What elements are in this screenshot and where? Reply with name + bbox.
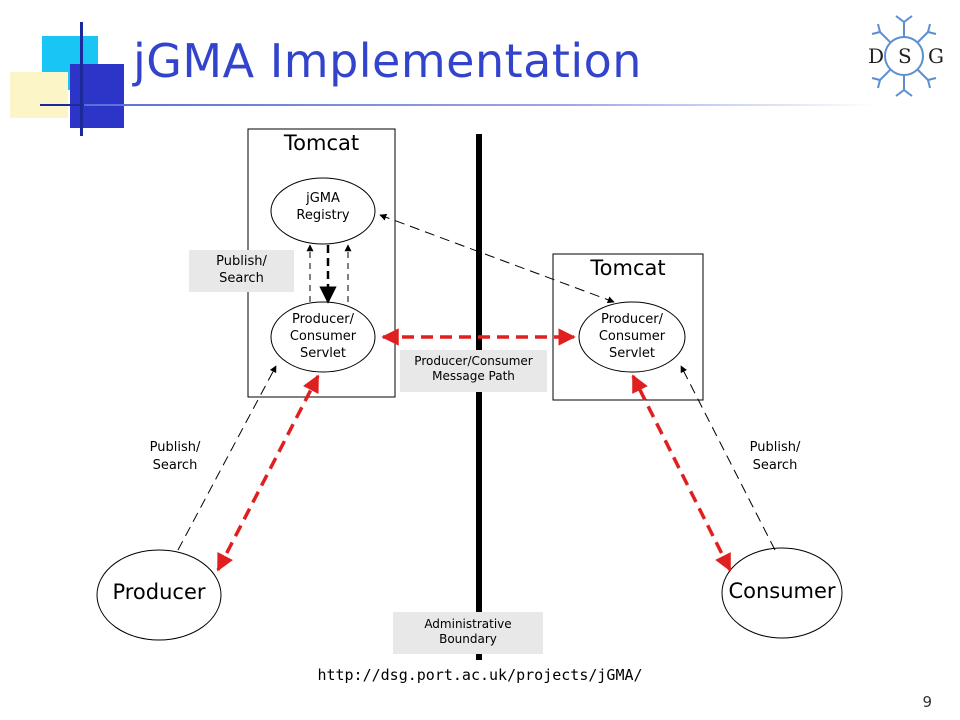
slide-title: jGMA Implementation <box>133 34 642 88</box>
logo-letter-d: D <box>868 44 884 68</box>
left-servlet-label: Producer/ Consumer Servlet <box>271 311 375 362</box>
message-path-box-line1: Producer/Consumer <box>414 354 533 368</box>
right-servlet-label-line1: Producer/ <box>601 312 663 327</box>
admin-boundary-box <box>393 612 543 654</box>
right-servlet-label-line3: Servlet <box>609 346 655 361</box>
right-servlet-label: Producer/ Consumer Servlet <box>579 311 685 362</box>
message-path-box-line2: Message Path <box>432 369 515 383</box>
producer-servlet-red-arrow <box>216 374 320 572</box>
admin-boundary-box-line2: Boundary <box>439 632 497 646</box>
publish-search-box <box>189 250 294 292</box>
consumer-node <box>721 547 843 639</box>
right-publish-search-line2: Search <box>752 458 798 473</box>
message-path-box <box>400 350 547 392</box>
logo-letter-s: S <box>898 44 912 68</box>
consumer-label: Consumer <box>728 579 836 603</box>
producer-node <box>96 549 222 641</box>
admin-boundary-box-line1: Administrative <box>424 617 512 631</box>
left-servlet-label-line2: Consumer <box>289 329 357 344</box>
left-publish-search-line1: Publish/ <box>149 440 201 455</box>
right-publish-search-line1: Publish/ <box>749 440 801 455</box>
left-tomcat-label: Tomcat <box>283 131 360 155</box>
producer-publish-arrow <box>177 365 277 551</box>
right-servlet-node <box>578 301 686 373</box>
title-underline <box>84 104 880 106</box>
admin-boundary-box-label: Administrative Boundary <box>393 617 543 647</box>
left-servlet-label-line1: Producer/ <box>292 312 354 327</box>
consumer-publish-arrow <box>680 365 776 551</box>
registry-label-line2: Registry <box>296 208 350 223</box>
left-servlet-label-line3: Servlet <box>300 346 346 361</box>
registry-label-line1: jGMA <box>306 191 340 206</box>
left-publish-search-label: Publish/ Search <box>126 439 224 475</box>
left-publish-search-line2: Search <box>152 458 198 473</box>
right-publish-search-label: Publish/ Search <box>726 439 824 475</box>
project-url: http://dsg.port.ac.uk/projects/jGMA/ <box>317 666 643 684</box>
message-path-box-label: Producer/Consumer Message Path <box>400 354 547 384</box>
registry-node <box>270 177 376 245</box>
logo-letter-g: G <box>928 44 944 68</box>
registry-label: jGMA Registry <box>271 190 375 224</box>
publish-search-box-line1: Publish/ <box>216 254 267 269</box>
publish-search-box-line2: Search <box>219 271 264 286</box>
producer-label: Producer <box>112 580 206 604</box>
right-tomcat-container <box>552 253 704 401</box>
registry-right-servlet-arrow <box>379 213 615 304</box>
dsg-logo: D S G <box>858 14 950 98</box>
publish-search-box-label: Publish/ Search <box>189 253 294 287</box>
right-servlet-label-line2: Consumer <box>598 329 666 344</box>
consumer-servlet-red-arrow <box>631 374 732 572</box>
page-number: 9 <box>922 693 932 711</box>
right-tomcat-label: Tomcat <box>590 256 666 280</box>
